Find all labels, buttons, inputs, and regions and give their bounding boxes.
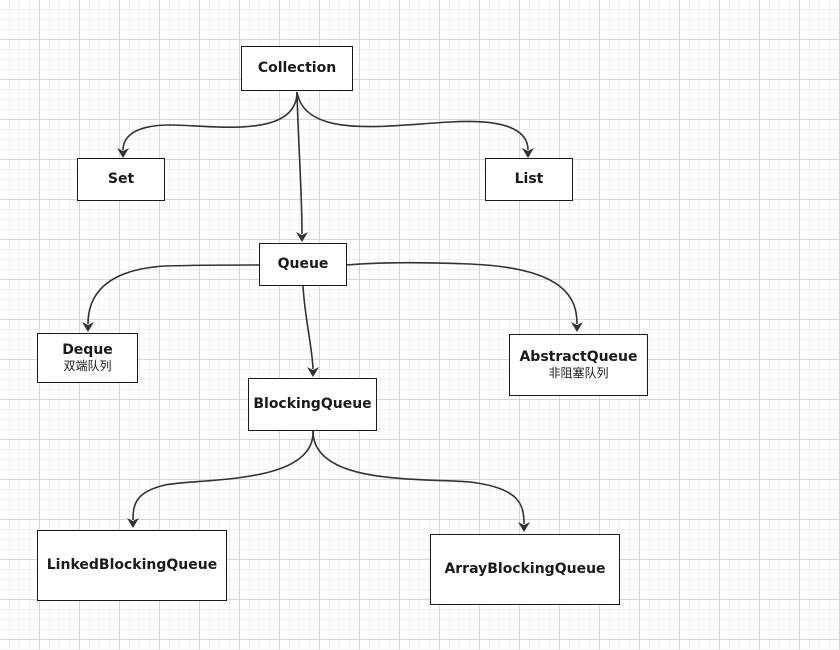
- node-title: BlockingQueue: [253, 396, 372, 412]
- arrowhead-icon: [518, 522, 530, 532]
- node-arrayblockingqueue[interactable]: ArrayBlockingQueue: [430, 534, 620, 605]
- node-title: Deque: [62, 342, 113, 358]
- node-title: ArrayBlockingQueue: [444, 561, 606, 577]
- arrowhead-icon: [117, 148, 129, 158]
- edge-queue-abstractqueue: [345, 261, 578, 325]
- node-title: List: [514, 171, 544, 187]
- node-title: AbstractQueue: [519, 349, 638, 365]
- arrowhead-icon: [127, 518, 139, 528]
- arrowhead-icon: [296, 232, 308, 242]
- arrowhead-icon: [82, 322, 94, 332]
- node-subtitle: 双端队列: [63, 359, 112, 373]
- arrowhead-icon: [522, 148, 534, 158]
- node-subtitle: 非阻塞队列: [548, 366, 609, 380]
- edge-blockingqueue-array: [312, 430, 525, 525]
- arrowhead-icon: [307, 367, 319, 377]
- node-abstractqueue[interactable]: AbstractQueue 非阻塞队列: [509, 334, 648, 396]
- node-title: Queue: [277, 256, 329, 272]
- arrowhead-icon: [571, 322, 583, 332]
- edge-collection-set: [122, 91, 298, 151]
- edge-collection-queue: [296, 91, 303, 235]
- node-title: Set: [107, 171, 135, 187]
- node-list[interactable]: List: [485, 158, 573, 201]
- node-title: Collection: [257, 60, 337, 76]
- node-deque[interactable]: Deque 双端队列: [37, 333, 138, 383]
- edge-queue-deque: [87, 264, 261, 325]
- node-set[interactable]: Set: [77, 158, 165, 201]
- node-title: LinkedBlockingQueue: [46, 557, 218, 573]
- node-queue[interactable]: Queue: [259, 243, 347, 286]
- node-blockingqueue[interactable]: BlockingQueue: [248, 378, 377, 431]
- edge-queue-blockingqueue: [302, 285, 314, 370]
- node-collection[interactable]: Collection: [241, 46, 353, 91]
- node-linkedblockingqueue[interactable]: LinkedBlockingQueue: [37, 530, 227, 601]
- edge-blockingqueue-linked: [132, 430, 314, 521]
- edge-collection-list: [296, 91, 529, 151]
